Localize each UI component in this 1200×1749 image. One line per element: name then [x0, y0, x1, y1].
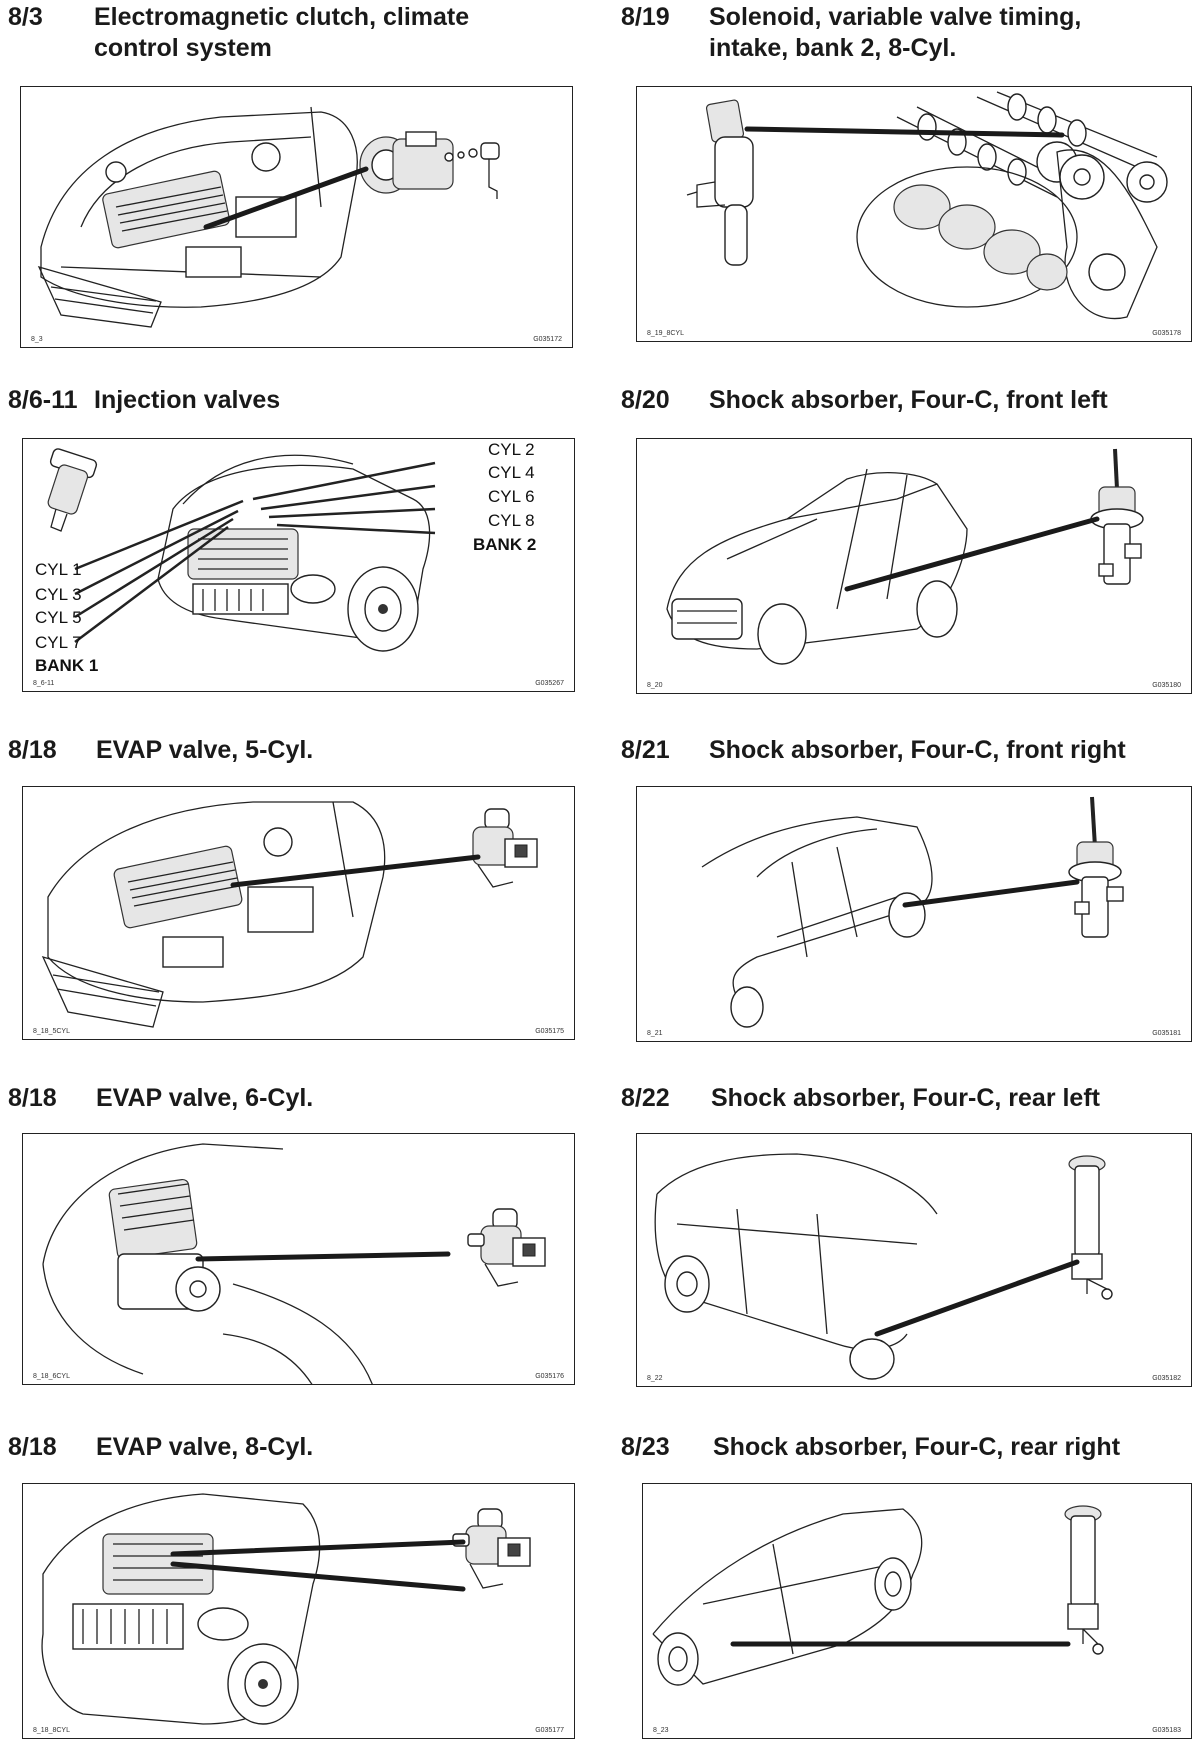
figure-frame: 8_3 G035172 — [20, 86, 573, 348]
entry-title: Solenoid, variable valve timing, intake,… — [709, 3, 1082, 62]
figure-number: G035176 — [535, 1373, 564, 1380]
cylinder-label: CYL 2 — [488, 440, 535, 459]
entry-code: 8/3 — [8, 3, 43, 31]
figure-number: G035180 — [1152, 682, 1181, 689]
figure-id: 8_23 — [653, 1727, 669, 1734]
entry-heading: 8/21 Shock absorber, Four-C, front right — [621, 735, 1191, 769]
figure-id: 8_21 — [647, 1030, 663, 1037]
figure-frame: 8_22 G035182 — [636, 1133, 1192, 1387]
sedan-rear-illustration — [654, 1153, 1113, 1380]
entry-title: Shock absorber, Four-C, rear right — [713, 1433, 1121, 1461]
evap-valve-illustration — [472, 808, 538, 888]
figure-id: 8_18_5CYL — [33, 1028, 70, 1035]
cylinder-label: CYL 6 — [488, 487, 535, 506]
figure-number: G035175 — [535, 1028, 564, 1035]
entry-title: EVAP valve, 5-Cyl. — [96, 736, 314, 764]
bank-label: BANK 1 — [35, 656, 99, 675]
entry-code: 8/23 — [621, 1433, 670, 1461]
entry-code: 8/19 — [621, 3, 670, 31]
entry-code: 8/18 — [8, 1433, 57, 1461]
entry-heading: 8/20 Shock absorber, Four-C, front left — [621, 385, 1191, 419]
suv-engine-illustration — [41, 1493, 531, 1725]
evap-valve-illustration — [452, 1508, 531, 1589]
sedan-front-illustration — [666, 448, 1144, 665]
camshaft-illustration — [686, 91, 1168, 320]
entry-heading: 8/22 Shock absorber, Four-C, rear left — [621, 1083, 1191, 1117]
entry-heading: 8/23 Shock absorber, Four-C, rear right — [621, 1432, 1191, 1466]
injector-illustration — [47, 448, 98, 532]
entry-code: 8/22 — [621, 1084, 670, 1112]
figure-id: 8_19_8CYL — [647, 330, 684, 337]
shock-absorber-illustration — [1068, 1155, 1113, 1300]
figure-number: G035178 — [1152, 330, 1181, 337]
entry-heading: 8/6-11 Injection valves — [8, 385, 568, 419]
entry-title: EVAP valve, 6-Cyl. — [96, 1084, 314, 1112]
engine-bay-illustration — [41, 801, 538, 1028]
cylinder-label: CYL 8 — [488, 511, 535, 530]
figure-frame: 8_20 G035180 — [636, 438, 1192, 694]
entry-heading: 8/18 EVAP valve, 6-Cyl. — [8, 1083, 568, 1117]
shock-absorber-illustration — [1068, 796, 1124, 938]
wheel-illustration — [757, 580, 958, 665]
entry-title: Electromagnetic clutch, climate control … — [94, 3, 470, 62]
entry-heading: 8/3 Electromagnetic clutch, climate cont… — [8, 2, 548, 68]
shock-absorber-illustration — [1090, 448, 1144, 585]
figure-frame: 8_23 G035183 — [642, 1483, 1192, 1739]
figure-frame: 8_21 G035181 — [636, 786, 1192, 1042]
sedan-rear-right-illustration — [652, 1505, 1104, 1686]
figure-frame: 8_18_5CYL G035175 — [22, 786, 575, 1040]
cylinder-label: CYL 3 — [35, 585, 82, 604]
entry-code: 8/18 — [8, 736, 57, 764]
entry-heading: 8/19 Solenoid, variable valve timing, in… — [621, 2, 1181, 68]
figure-number: G035181 — [1152, 1030, 1181, 1037]
solenoid-illustration — [686, 99, 754, 266]
figure-number: G035183 — [1152, 1727, 1181, 1734]
cylinder-label: CYL 7 — [35, 633, 82, 652]
figure-frame: 8_18_6CYL G035176 — [22, 1133, 575, 1385]
figure-id: 8_22 — [647, 1375, 663, 1382]
grille-illustration — [37, 265, 162, 328]
figure-frame: 8_18_8CYL G035177 — [22, 1483, 575, 1739]
cylinder-label: CYL 4 — [488, 463, 535, 482]
figure-number: G035177 — [535, 1727, 564, 1734]
sedan-side-illustration — [701, 796, 1124, 1028]
wheel-illustration — [227, 1643, 299, 1725]
figure-id: 8_20 — [647, 682, 663, 689]
entry-title: EVAP valve, 8-Cyl. — [96, 1433, 314, 1461]
figure-number: G035267 — [535, 680, 564, 687]
figure-id: 8_18_6CYL — [33, 1373, 70, 1380]
figure-frame: CYL 2 CYL 4 CYL 6 CYL 8 BANK 2 CYL 1 CYL… — [22, 438, 575, 692]
figure-frame: 8_19_8CYL G035178 — [636, 86, 1192, 342]
bank-label: BANK 2 — [473, 535, 537, 554]
engine-bay-illustration — [37, 106, 500, 328]
figure-number: G035182 — [1152, 1375, 1181, 1382]
shock-absorber-illustration — [1064, 1505, 1104, 1655]
entry-title: Shock absorber, Four-C, front left — [709, 386, 1108, 414]
grille-illustration — [41, 955, 164, 1028]
entry-code: 8/21 — [621, 736, 670, 764]
figure-id: 8_3 — [31, 336, 43, 343]
entry-title: Shock absorber, Four-C, rear left — [711, 1084, 1100, 1112]
entry-code: 8/18 — [8, 1084, 57, 1112]
wheel-illustration — [347, 566, 419, 652]
entry-heading: 8/18 EVAP valve, 8-Cyl. — [8, 1432, 568, 1466]
entry-heading: 8/18 EVAP valve, 5-Cyl. — [8, 735, 568, 769]
figure-id: 8_6-11 — [33, 680, 55, 687]
entry-title: Shock absorber, Four-C, front right — [709, 736, 1126, 764]
injection-valve-illustration — [47, 448, 436, 652]
figure-number: G035172 — [533, 336, 562, 343]
cylinder-label: CYL 5 — [35, 608, 82, 627]
entry-code: 8/20 — [621, 386, 670, 414]
evap-valve-illustration — [467, 1208, 546, 1287]
engine-illustration — [42, 1143, 546, 1384]
compressor-illustration — [359, 131, 500, 199]
wheel-illustration — [664, 1255, 895, 1380]
figure-id: 8_18_8CYL — [33, 1727, 70, 1734]
entry-code: 8/6-11 — [8, 386, 78, 414]
wheel-illustration — [657, 1557, 912, 1686]
entry-title: Injection valves — [94, 386, 281, 414]
cylinder-label: CYL 1 — [35, 560, 82, 579]
wheel-illustration — [730, 892, 926, 1028]
